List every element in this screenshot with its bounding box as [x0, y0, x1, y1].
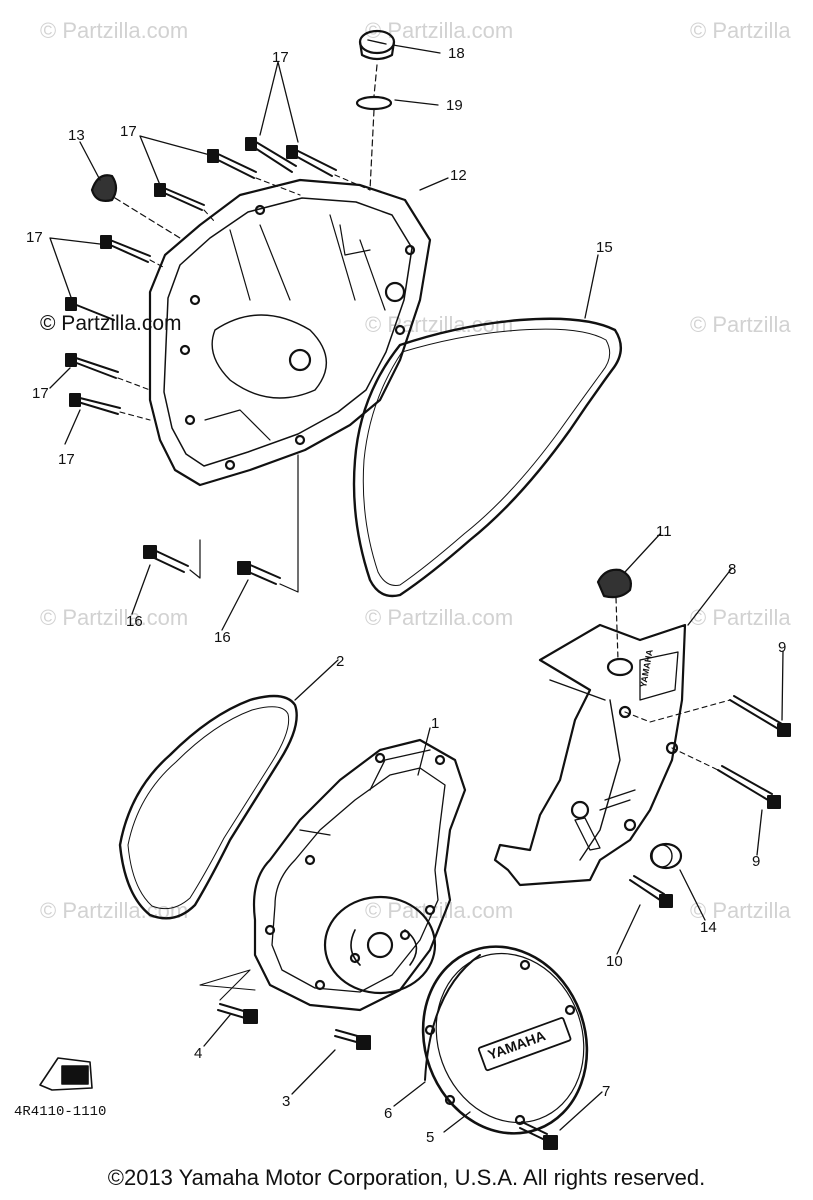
screw-7	[519, 1121, 558, 1150]
watermark-2: © Partzilla.com	[365, 18, 514, 43]
bolts-9	[717, 695, 791, 809]
callout-9-b: 9	[752, 853, 760, 870]
crankcase-cover-1	[252, 738, 467, 1012]
callout-4: 4	[194, 1045, 202, 1062]
callout-10: 10	[606, 953, 623, 970]
copyright-notice: ©2013 Yamaha Motor Corporation, U.S.A. A…	[107, 1165, 706, 1190]
screw-4	[217, 1003, 258, 1024]
callout-13: 12	[450, 167, 467, 184]
callout-16-b: 16	[214, 629, 231, 646]
callout-8: 8	[728, 561, 736, 578]
screw-3	[334, 1029, 371, 1050]
callout-3: 3	[282, 1093, 290, 1110]
callout-19: 19	[446, 97, 463, 114]
callout-17-b: 17	[120, 123, 137, 140]
callout-17-e: 17	[58, 451, 75, 468]
o-ring-19	[355, 95, 393, 111]
watermark-3: © Partzilla	[690, 18, 791, 43]
screws-17	[65, 137, 337, 415]
callout-17-c: 17	[26, 229, 43, 246]
watermark-6: © Partzilla	[690, 312, 791, 337]
callout-7: 7	[602, 1083, 610, 1100]
callout-11: 11	[656, 523, 672, 540]
watermark-12: © Partzilla	[690, 898, 791, 923]
callout-12: 14	[700, 919, 717, 936]
gasket-15	[352, 317, 622, 598]
gasket-2	[118, 694, 298, 920]
callout-17-a: 17	[272, 49, 289, 66]
callout-14: 13	[68, 127, 85, 144]
diagram-code: 4R4110-1110	[14, 1104, 107, 1120]
watermark-9: © Partzilla	[690, 605, 791, 630]
crankcase-cover-13	[148, 178, 432, 487]
watermark-1: © Partzilla.com	[40, 18, 189, 43]
callout-17-d: 17	[32, 385, 49, 402]
callout-9-a: 9	[778, 639, 786, 656]
watermark-11: © Partzilla.com	[365, 898, 514, 923]
generator-cover-badge: YAMAHA	[486, 1027, 548, 1063]
callout-6: 6	[384, 1105, 392, 1122]
gasket-6	[424, 954, 481, 1081]
callout-18: 18	[448, 45, 465, 62]
callout-2: 2	[336, 653, 344, 670]
screws-16	[143, 545, 281, 585]
cap-12	[649, 842, 683, 870]
generator-cover-5	[421, 945, 589, 1135]
front-arrow-badge	[39, 1057, 93, 1091]
sprocket-cover-8	[493, 623, 687, 887]
watermark-7: © Partzilla.com	[40, 605, 189, 630]
callout-16-a: 16	[126, 613, 143, 630]
bolt-10	[629, 875, 673, 908]
callout-5: 5	[426, 1129, 434, 1146]
cap-11	[596, 568, 632, 661]
leader-lines	[49, 44, 784, 1133]
watermark-8: © Partzilla.com	[365, 605, 514, 630]
filler-cap-18	[358, 29, 396, 61]
watermark-overlay: © Partzilla.com	[40, 312, 182, 335]
callout-15: 15	[596, 239, 613, 256]
callout-1: 1	[431, 715, 439, 732]
plug-14	[90, 174, 181, 239]
sprocket-cover-badge: YAMAHA	[638, 648, 655, 688]
